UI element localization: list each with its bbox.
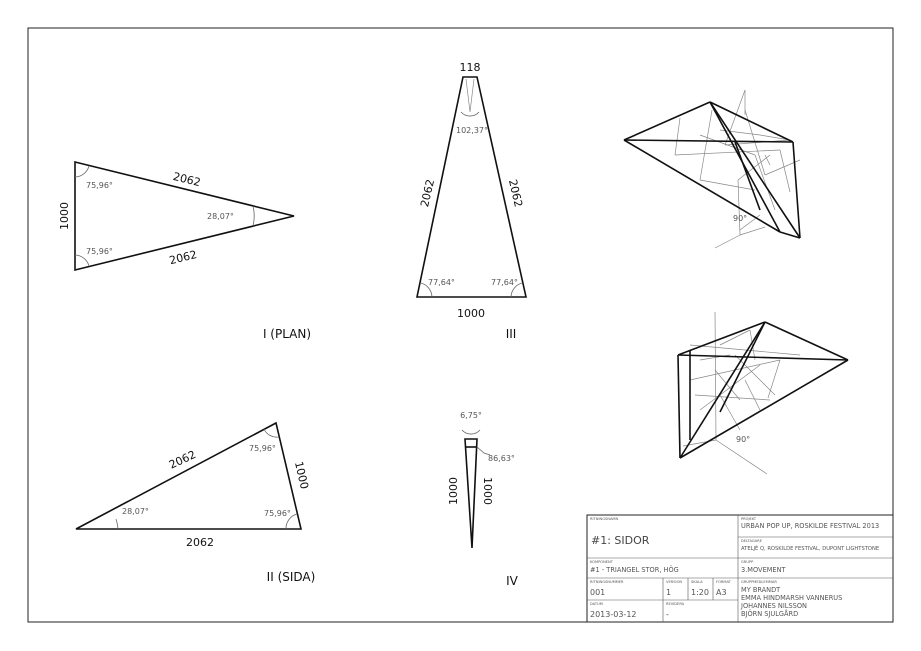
tb-drawing-name: #1: SIDOR bbox=[591, 534, 650, 547]
view-label-plan: I (PLAN) bbox=[263, 327, 311, 341]
end-arc-top bbox=[461, 429, 481, 435]
front-dim-left: 2062 bbox=[418, 178, 437, 208]
tb-version-label: VERSION bbox=[666, 580, 682, 584]
sida-dim-bottom: 2062 bbox=[186, 536, 214, 549]
sida-angle-top: 75,96° bbox=[249, 444, 276, 453]
tb-participants: ATELJÉ Q, ROSKILDE FESTIVAL, DUPONT LIGH… bbox=[741, 544, 879, 552]
front-dim-right: 2062 bbox=[506, 178, 525, 208]
front-dim-top: 118 bbox=[460, 61, 481, 74]
sida-dim-right: 1000 bbox=[292, 460, 311, 490]
sida-angle-tip: 28,07° bbox=[122, 507, 149, 516]
tb-member: JOHANNES NILSSON bbox=[740, 602, 807, 610]
plan-arc-tip bbox=[252, 205, 255, 227]
front-dim-bottom: 1000 bbox=[457, 307, 485, 320]
iso-view-top: 90° bbox=[623, 89, 801, 249]
tb-revision-label: REVIDERA bbox=[666, 602, 685, 606]
tb-group-label: GRUPP bbox=[741, 560, 754, 564]
tb-project-label: PROJEKT bbox=[741, 517, 757, 521]
view-label-end: IV bbox=[506, 574, 519, 588]
front-trapezoid bbox=[416, 76, 527, 298]
front-top-detail bbox=[465, 78, 475, 113]
plan-angle-tip: 28,07° bbox=[207, 212, 234, 221]
iso-view-bottom: 90° bbox=[677, 311, 849, 475]
end-angle-top: 6,75° bbox=[460, 411, 482, 420]
front-angle-top: 102,37° bbox=[456, 126, 488, 135]
tb-drawing-no: 001 bbox=[590, 588, 605, 597]
plan-angle-bottom-left: 75,96° bbox=[86, 247, 113, 256]
plan-triangle bbox=[74, 160, 295, 272]
plan-angle-top-left: 75,96° bbox=[86, 181, 113, 190]
sida-arc-top bbox=[263, 428, 280, 438]
front-arc-bottom-right bbox=[510, 282, 523, 298]
tb-member: EMMA HINDMARSH VANNERUS bbox=[741, 594, 842, 602]
view-end: 6,75° 86,63° 1000 1000 IV bbox=[447, 411, 519, 588]
tb-group: 3.MOVEMENT bbox=[741, 566, 787, 574]
tb-format-label: FORMAT bbox=[716, 580, 732, 584]
title-block-frame bbox=[586, 514, 894, 623]
front-angle-bottom-left: 77,64° bbox=[428, 278, 455, 287]
front-arc-bottom-left bbox=[420, 282, 433, 298]
front-angle-bottom-right: 77,64° bbox=[491, 278, 518, 287]
tb-date-label: DATUM bbox=[590, 602, 603, 606]
tb-scale-label: SKALA bbox=[691, 580, 703, 584]
view-label-sida: II (SIDA) bbox=[267, 570, 316, 584]
end-arc-side bbox=[476, 446, 491, 456]
sida-arc-tip bbox=[115, 518, 119, 530]
tb-members-label: GRUPPMEDLEMMAR bbox=[741, 580, 777, 584]
tb-format: A3 bbox=[716, 588, 727, 597]
sida-angle-bottom-right: 75,96° bbox=[264, 509, 291, 518]
plan-arc-top-left bbox=[74, 165, 90, 178]
plan-dim-bottom: 2062 bbox=[168, 248, 198, 267]
tb-member: MY BRANDT bbox=[741, 586, 781, 594]
tb-drawing-name-label: RITNINGSNAMN bbox=[590, 517, 619, 521]
tb-date: 2013-03-12 bbox=[590, 610, 637, 619]
end-dim-right: 1000 bbox=[481, 477, 494, 505]
tb-revision: - bbox=[666, 610, 669, 619]
tb-version: 1 bbox=[666, 588, 671, 597]
tb-component-label: KOMPONENT bbox=[590, 560, 614, 564]
iso-top-angle: 90° bbox=[733, 214, 747, 223]
iso-bottom-angle: 90° bbox=[736, 435, 750, 444]
plan-dim-left: 1000 bbox=[58, 202, 71, 230]
view-sida: 2062 1000 2062 75,96° 75,96° 28,07° II (… bbox=[75, 421, 316, 584]
tb-project: URBAN POP UP, ROSKILDE FESTIVAL 2013 bbox=[741, 522, 879, 530]
tb-component: #1 - TRIANGEL STOR, HÖG bbox=[590, 565, 679, 574]
view-label-front: III bbox=[506, 327, 517, 341]
title-block: RITNINGSNAMN #1: SIDOR PROJEKT URBAN POP… bbox=[586, 514, 894, 623]
end-sliver bbox=[464, 438, 478, 549]
sida-arc-bottom-right bbox=[285, 513, 298, 530]
end-dim-left: 1000 bbox=[447, 477, 460, 505]
tb-member: BJÖRN SJULGÅRD bbox=[741, 609, 798, 618]
view-front: 118 2062 2062 1000 102,37° 77,64° 77,64°… bbox=[416, 61, 527, 341]
tb-scale: 1:20 bbox=[691, 588, 709, 597]
end-angle-side: 86,63° bbox=[488, 454, 515, 463]
plan-arc-bottom-left bbox=[74, 254, 90, 267]
sida-triangle bbox=[75, 421, 303, 530]
tb-participants-label: DELTAGARE bbox=[741, 539, 763, 543]
front-arc-top bbox=[460, 111, 480, 117]
sheet-border bbox=[27, 27, 894, 623]
tb-drawing-no-label: RITNINGSNUMMER bbox=[590, 580, 624, 584]
sida-dim-hyp: 2062 bbox=[167, 448, 198, 472]
view-plan: 2062 2062 1000 75,96° 75,96° 28,07° I (P… bbox=[58, 160, 311, 341]
